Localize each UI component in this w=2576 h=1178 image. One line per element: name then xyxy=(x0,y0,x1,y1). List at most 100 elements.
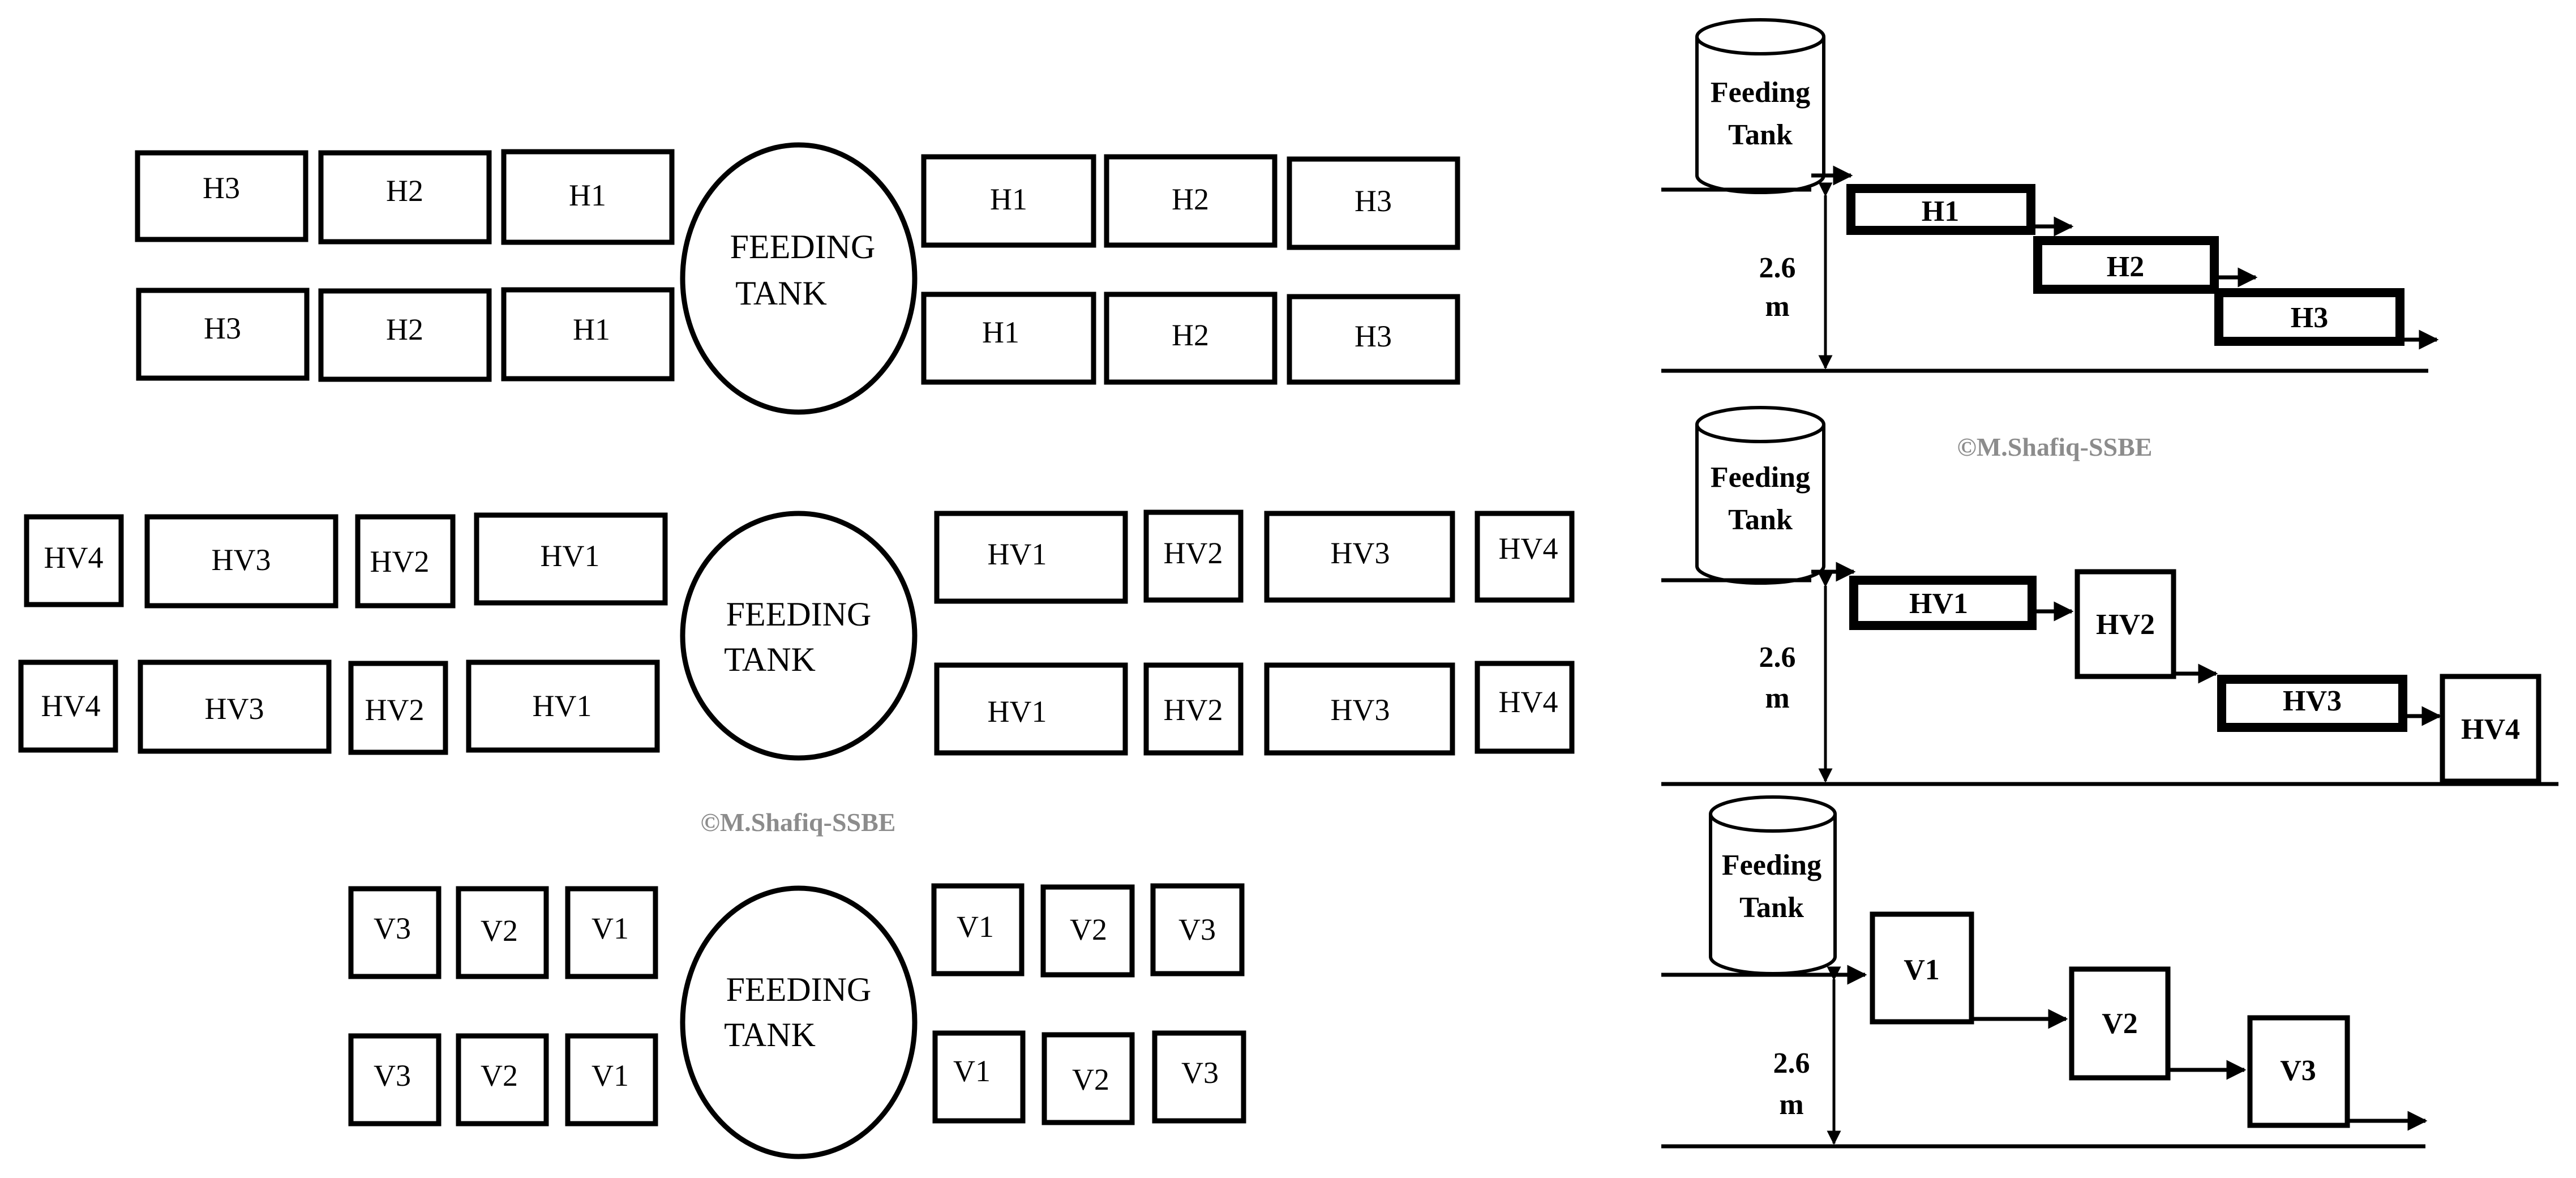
cell-hv3 xyxy=(1264,511,1455,603)
cell-label: HV3 xyxy=(212,543,271,577)
cell-label: HV1 xyxy=(988,695,1047,729)
cell-h1 xyxy=(921,292,1096,385)
cell-label: HV1 xyxy=(533,689,592,723)
cell-h3 xyxy=(135,150,308,242)
cell-hv1 xyxy=(934,511,1128,604)
height-value: 2.6 xyxy=(1759,252,1796,284)
height-unit: m xyxy=(1779,1089,1803,1121)
cell-hv1 xyxy=(474,512,668,606)
cell-label: HV2 xyxy=(1164,693,1223,727)
cell-label: H2 xyxy=(1172,182,1209,216)
cell-label: HV2 xyxy=(370,545,430,579)
plan-row-v: FEEDING TANK V3 V2 V1 V1 V2 V3 V3 V2 V1 … xyxy=(348,883,1246,1159)
feeding-tank-label-line1: Feeding xyxy=(1711,76,1810,109)
cell-label: HV3 xyxy=(1331,693,1390,727)
side-unit-label: HV1 xyxy=(1909,588,1968,620)
side-unit-label: V3 xyxy=(2280,1055,2316,1087)
cell-v2 xyxy=(1040,884,1135,978)
cell-label: HV3 xyxy=(205,692,264,726)
cell-v2 xyxy=(456,1033,549,1126)
cell-label: HV3 xyxy=(1331,536,1390,570)
cell-label: V3 xyxy=(374,911,411,945)
cell-label: V2 xyxy=(1070,913,1107,946)
feeding-tank-label-line2: TANK xyxy=(724,1016,816,1053)
cell-label: H3 xyxy=(1355,319,1392,353)
side-unit-label: HV2 xyxy=(2096,609,2155,641)
side-views: Feeding Tank 2.6 m H1 H2 H3 ©M.Shafiq-SS… xyxy=(1661,18,2558,1149)
side-unit-label: HV4 xyxy=(2461,713,2520,746)
side-view-hv: Feeding Tank 2.6 m HV1 HV2 HV3 HV4 xyxy=(1661,406,2558,786)
cell-v1 xyxy=(931,883,1025,976)
feeding-tank-label-line2: Tank xyxy=(1728,119,1793,151)
side-hv4 xyxy=(2440,674,2541,784)
feeding-tank-label-line2: TANK xyxy=(735,275,827,312)
side-h1 xyxy=(1846,184,2035,235)
cell-label: HV1 xyxy=(541,539,600,573)
cell-h1 xyxy=(501,149,675,245)
cell-label: HV4 xyxy=(1499,685,1558,719)
side-unit-label: V2 xyxy=(2102,1008,2138,1040)
feeding-tank-label-line1: FEEDING xyxy=(726,971,872,1008)
cell-label: V2 xyxy=(481,1059,518,1093)
cell-label: H3 xyxy=(1355,184,1392,218)
cell-label: H1 xyxy=(569,178,606,212)
cell-hv3 xyxy=(144,514,338,609)
side-unit-label: H2 xyxy=(2107,251,2144,283)
cell-label: HV2 xyxy=(1164,536,1223,570)
cell-label: H2 xyxy=(386,174,423,208)
side-v2 xyxy=(2069,966,2171,1081)
cell-h2 xyxy=(1104,154,1278,248)
side-unit-label: H1 xyxy=(1922,195,1959,228)
plan-row-hv: FEEDING TANK HV4 HV3 HV2 HV1 HV1 HV2 HV3… xyxy=(18,509,1575,761)
cell-v1 xyxy=(565,886,658,979)
cell-label: V2 xyxy=(481,914,518,948)
cell-h2 xyxy=(1104,292,1278,385)
cell-label: H2 xyxy=(1172,318,1209,352)
feeding-tank-plan-v xyxy=(680,885,918,1159)
cell-label: V3 xyxy=(374,1059,411,1093)
cell-hv3 xyxy=(138,659,332,754)
watermark: ©M.Shafiq-SSBE xyxy=(701,808,896,837)
cell-label: V2 xyxy=(1072,1063,1109,1096)
cell-v2 xyxy=(456,886,549,979)
cell-v3 xyxy=(1152,1030,1246,1124)
cell-label: HV4 xyxy=(41,689,101,723)
cell-hv4 xyxy=(1475,511,1575,603)
height-value: 2.6 xyxy=(1773,1047,1810,1080)
height-value: 2.6 xyxy=(1759,641,1796,674)
feeding-tank-label-line1: FEEDING xyxy=(730,228,876,265)
cell-hv4 xyxy=(18,659,118,753)
height-unit: m xyxy=(1765,290,1789,323)
plan-row-h: FEEDING TANK H3 H2 H1 H1 H2 H3 H3 H2 H1 … xyxy=(135,142,1460,415)
side-h3 xyxy=(2214,288,2404,346)
side-unit-label: HV3 xyxy=(2283,685,2342,717)
side-unit-label: H3 xyxy=(2291,302,2328,334)
side-v1 xyxy=(1870,911,1974,1025)
cell-hv2 xyxy=(355,514,456,609)
feeding-tank-label-line2: Tank xyxy=(1739,892,1804,924)
cell-v1 xyxy=(565,1033,658,1126)
cell-v1 xyxy=(932,1030,1026,1124)
cell-label: H1 xyxy=(573,312,610,346)
cell-hv1 xyxy=(934,662,1128,756)
feeding-tank-label-line2: Tank xyxy=(1728,504,1793,536)
side-hv3 xyxy=(2217,675,2407,732)
feeding-tank-label-line1: Feeding xyxy=(1711,461,1810,494)
side-h2 xyxy=(2033,236,2219,294)
cell-h2 xyxy=(318,150,492,245)
cell-v3 xyxy=(1150,883,1245,976)
cell-h1 xyxy=(921,154,1096,248)
cell-label: H2 xyxy=(386,312,423,346)
cell-hv4 xyxy=(1475,661,1575,754)
feeding-tank-label-line1: FEEDING xyxy=(726,596,872,633)
plan-view: FEEDING TANK H3 H2 H1 H1 H2 H3 H3 H2 H1 … xyxy=(18,142,1575,1159)
cell-label: HV1 xyxy=(988,537,1047,571)
cell-label: HV4 xyxy=(44,541,104,575)
feeding-tank-cylinder-top xyxy=(1695,406,1825,443)
feeding-tank-plan-hv xyxy=(680,511,918,761)
feeding-tank-label-line2: TANK xyxy=(724,641,816,678)
cell-label: V3 xyxy=(1181,1056,1219,1090)
feeding-tank-plan-h xyxy=(680,142,918,415)
cell-hv4 xyxy=(24,514,124,607)
